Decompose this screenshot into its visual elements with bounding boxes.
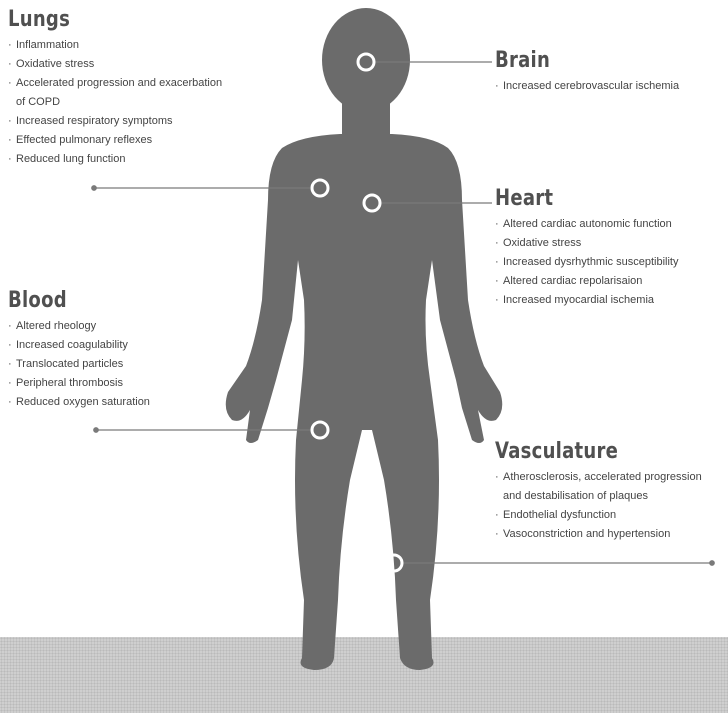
vasculature-leader-end	[710, 561, 714, 565]
list-item: ·Effected pulmonary reflexes	[8, 131, 222, 150]
list-item: ·Altered cardiac autonomic function	[495, 215, 678, 234]
lungs-effects-list: ·Inflammation ·Oxidative stress ·Acceler…	[8, 36, 222, 169]
blood-leader-end	[94, 428, 98, 432]
list-item: of COPD	[8, 93, 222, 112]
brain-title: Brain	[495, 49, 646, 73]
list-item: ·Increased cerebrovascular ischemia	[495, 77, 679, 96]
lungs-title: Lungs	[8, 8, 184, 32]
list-item: ·Endothelial dysfunction	[495, 506, 702, 525]
heart-title: Heart	[495, 187, 645, 211]
vasculature-title: Vasculature	[495, 440, 665, 464]
list-item: ·Peripheral thrombosis	[8, 374, 150, 393]
list-item: ·Translocated particles	[8, 355, 150, 374]
lungs-section: Lungs ·Inflammation ·Oxidative stress ·A…	[8, 8, 222, 169]
silhouette-shape	[226, 8, 503, 670]
list-item: ·Increased respiratory symptoms	[8, 112, 222, 131]
list-item: ·Increased coagulability	[8, 336, 150, 355]
list-item: ·Altered rheology	[8, 317, 150, 336]
list-item: ·Reduced lung function	[8, 150, 222, 169]
list-item: ·Increased dysrhythmic susceptibility	[495, 253, 678, 272]
list-item: ·Atherosclerosis, accelerated progressio…	[495, 468, 702, 487]
heart-section: Heart ·Altered cardiac autonomic functio…	[495, 187, 678, 310]
list-item: ·Inflammation	[8, 36, 222, 55]
list-item: and destabilisation of plaques	[495, 487, 702, 506]
list-item: ·Increased myocardial ischemia	[495, 291, 678, 310]
list-item: ·Altered cardiac repolarisaion	[495, 272, 678, 291]
blood-effects-list: ·Altered rheology ·Increased coagulabili…	[8, 317, 150, 412]
list-item: ·Vasoconstriction and hypertension	[495, 525, 702, 544]
blood-section: Blood ·Altered rheology ·Increased coagu…	[8, 289, 150, 412]
blood-title: Blood	[8, 289, 124, 313]
brain-section: Brain ·Increased cerebrovascular ischemi…	[495, 49, 679, 96]
vasculature-effects-list: ·Atherosclerosis, accelerated progressio…	[495, 468, 702, 544]
list-item: ·Accelerated progression and exacerbatio…	[8, 74, 222, 93]
heart-effects-list: ·Altered cardiac autonomic function ·Oxi…	[495, 215, 678, 310]
vasculature-section: Vasculature ·Atherosclerosis, accelerate…	[495, 440, 702, 544]
list-item: ·Reduced oxygen saturation	[8, 393, 150, 412]
list-item: ·Oxidative stress	[495, 234, 678, 253]
list-item: ·Oxidative stress	[8, 55, 222, 74]
brain-effects-list: ·Increased cerebrovascular ischemia	[495, 77, 679, 96]
lungs-leader-end	[92, 186, 96, 190]
